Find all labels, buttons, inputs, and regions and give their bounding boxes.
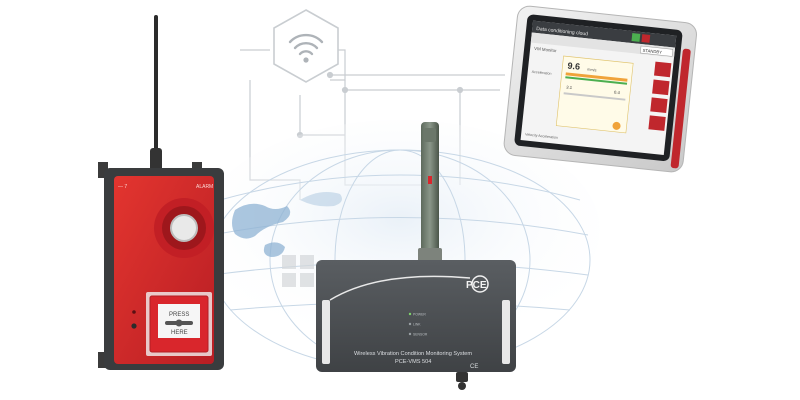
tablet-panel-title: VM Monitor: [534, 46, 557, 53]
gateway-model: PCE-VMS 504: [395, 359, 431, 365]
gateway-antenna: [421, 122, 439, 262]
tablet-side-button: [648, 115, 666, 131]
alarm-unit: — 7 ALARM PRESS HERE: [98, 15, 224, 370]
alarm-top-right-label: ALARM: [196, 184, 213, 190]
gateway-logo: PCE: [466, 275, 489, 293]
gateway-swoosh: [329, 275, 471, 301]
press-arrow-icon: [165, 319, 193, 327]
tablet-device: Data conditioning cloud STANDBY VM Monit…: [503, 5, 697, 173]
tablet-big-value: 9.6: [567, 60, 580, 71]
tablet-header-button: STANDBY: [642, 48, 662, 55]
small-building-icon: [282, 255, 314, 287]
tablet-red-trim: [670, 48, 691, 169]
svg-text:SENSOR: SENSOR: [413, 333, 428, 337]
alarm-top-left-label: — 7: [118, 184, 127, 190]
gateway-led-labels: POWER LINK SENSOR: [408, 313, 428, 337]
svg-text:POWER: POWER: [413, 313, 426, 317]
siren-lens: [170, 214, 198, 242]
tablet-status-icon: [612, 121, 621, 130]
alarm-keyhole-icon: [131, 323, 137, 329]
tablet-footer-label: Velocity Acceleration: [525, 132, 558, 139]
tablet-side-button: [654, 61, 672, 78]
tablet-side-button: [650, 97, 668, 114]
here-label: HERE: [171, 330, 188, 336]
gateway-unit: PCE POWER LINK SENSOR Wireless Vibration…: [316, 122, 516, 390]
svg-text:mm/s: mm/s: [587, 68, 597, 73]
tablet-panel-side-label: Acceleration: [532, 70, 552, 76]
gateway-product-line: Wireless Vibration Condition Monitoring …: [354, 351, 472, 357]
alarm-antenna: [154, 15, 158, 155]
svg-text:PCE: PCE: [466, 280, 487, 291]
tablet-small-value-left: 3.1: [566, 84, 573, 90]
tablet-side-button: [652, 79, 670, 96]
press-label: PRESS: [169, 312, 189, 318]
gateway-connector: [456, 372, 468, 382]
tablet-small-value-right: 0.4: [614, 89, 621, 95]
ce-mark: CE: [470, 364, 478, 370]
wifi-hexagon-icon: [273, 9, 339, 83]
continent-dots: [232, 192, 342, 257]
tablet-header-title: Data conditioning cloud: [536, 26, 589, 37]
svg-text:LINK: LINK: [413, 323, 421, 327]
